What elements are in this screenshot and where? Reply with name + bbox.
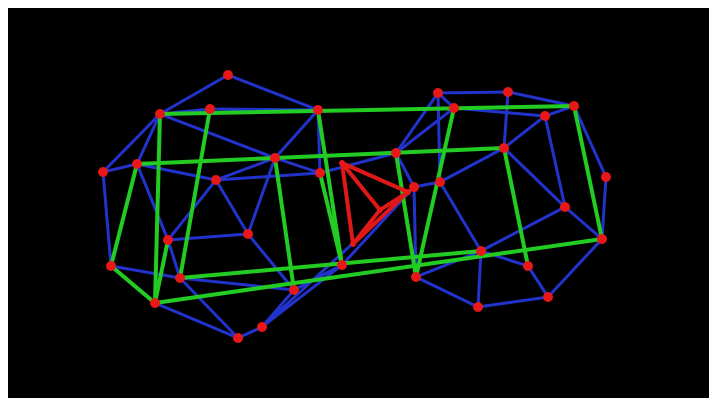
vertex-sphere [523,261,533,271]
vertex-sphere [435,177,445,187]
vertex-sphere [337,260,347,270]
vertex-sphere [313,105,323,115]
vertex-sphere [377,207,383,213]
vertex-sphere [476,246,486,256]
vertex-sphere [106,261,116,271]
vertex-sphere [569,101,579,111]
vertex-sphere [503,87,513,97]
vertex-sphere [270,153,280,163]
vertex-sphere [597,234,607,244]
vertex-sphere [601,172,611,182]
vertex-sphere [163,235,173,245]
vertex-sphere [155,109,165,119]
vertex-sphere [339,160,345,166]
vertex-sphere [132,159,142,169]
vertex-sphere [150,298,160,308]
vertex-sphere [540,111,550,121]
3d-wireframe-canvas[interactable] [8,8,709,398]
vertex-sphere [205,104,215,114]
vertex-sphere [211,175,221,185]
vertex-sphere [433,88,443,98]
vertex-sphere [391,148,401,158]
vertex-sphere [499,143,509,153]
vertex-sphere [175,273,185,283]
vertex-sphere [405,189,411,195]
vertex-sphere [473,302,483,312]
vertex-sphere [543,292,553,302]
vertex-sphere [257,322,267,332]
vertex-sphere [560,202,570,212]
vertex-sphere [223,70,233,80]
blue-edge [438,92,508,93]
vertex-sphere [449,103,459,113]
vertex-sphere [233,333,243,343]
vertex-sphere [289,285,299,295]
vertex-sphere [243,229,253,239]
vertex-sphere [350,241,356,247]
vertex-sphere [98,167,108,177]
vertex-sphere [411,272,421,282]
vertex-sphere [315,168,325,178]
